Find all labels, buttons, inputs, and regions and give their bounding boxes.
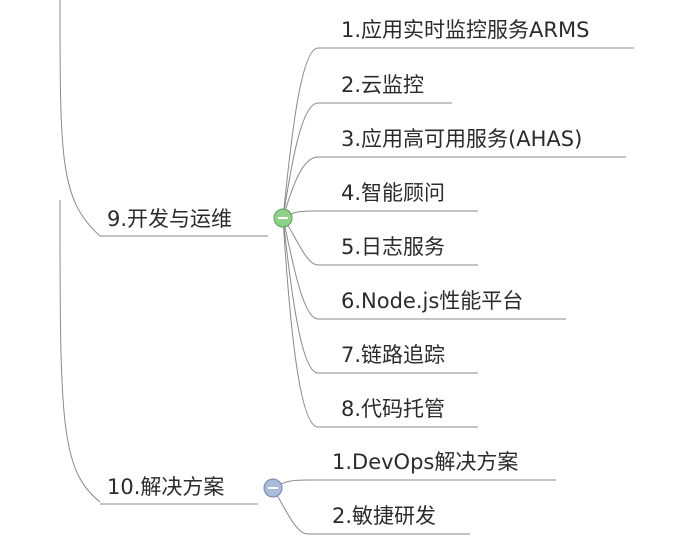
child-topic-label[interactable]: 1.应用实时监控服务ARMS <box>341 18 589 42</box>
topic-dev-ops[interactable]: 9.开发与运维 <box>100 207 268 237</box>
child-topic-label[interactable]: 1.DevOps解决方案 <box>332 450 518 474</box>
branch-line <box>282 47 634 219</box>
branch-line <box>282 217 478 374</box>
child-topic-label[interactable]: 3.应用高可用服务(AHAS) <box>341 127 582 151</box>
child-topic-label[interactable]: 4.智能顾问 <box>341 181 445 205</box>
topic-solutions-label: 10.解决方案 <box>107 475 224 499</box>
branch-line <box>282 217 478 428</box>
collapse-toggle-icon[interactable] <box>273 208 293 228</box>
branch-line <box>272 479 556 489</box>
child-topic-label[interactable]: 6.Node.js性能平台 <box>341 289 523 313</box>
dev-ops-children: 1.应用实时监控服务ARMS 2.云监控 3.应用高可用服务(AHAS) 4.智… <box>341 18 589 421</box>
topic-dev-ops-label: 9.开发与运维 <box>107 207 232 231</box>
child-topic-label[interactable]: 8.代码托管 <box>341 397 445 421</box>
branch-line <box>282 102 452 219</box>
child-topic-label[interactable]: 5.日志服务 <box>341 235 445 259</box>
dev-ops-branches <box>282 47 634 428</box>
branch-line <box>282 217 566 320</box>
trunk-line <box>59 0 101 503</box>
topic-solutions[interactable]: 10.解决方案 <box>100 475 258 505</box>
branch-line <box>282 156 626 219</box>
child-topic-label[interactable]: 7.链路追踪 <box>341 343 445 367</box>
child-topic-label[interactable]: 2.云监控 <box>341 73 424 97</box>
collapse-toggle-icon[interactable] <box>263 478 283 498</box>
child-topic-label[interactable]: 2.敏捷研发 <box>332 504 436 528</box>
solutions-children: 1.DevOps解决方案 2.敏捷研发 <box>332 450 518 528</box>
branch-line <box>282 210 478 219</box>
